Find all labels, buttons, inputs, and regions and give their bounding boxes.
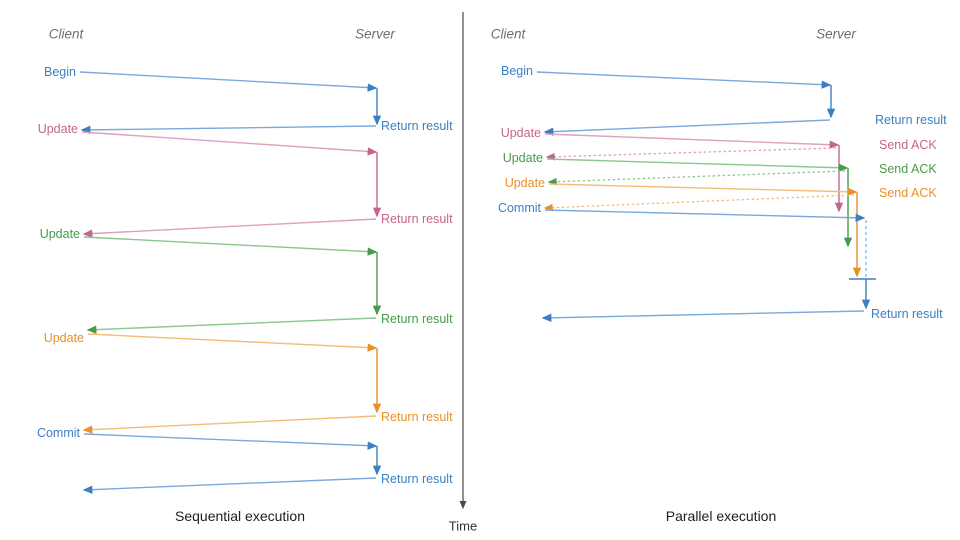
left-client-label-commit: Commit (36, 425, 80, 440)
left-msg-begin (79, 71, 382, 135)
right-server-label-1: Return result (875, 112, 947, 127)
right-client-label-begin: Begin (501, 63, 533, 78)
right-msg-update-2 (546, 158, 853, 248)
left-client-label-update-2: Update (39, 226, 80, 241)
right-client-label-update-3: Update (504, 175, 545, 190)
right-actor-server: Server (816, 26, 856, 42)
left-server-label-4: Return result (381, 409, 453, 424)
left-server-label-1: Return result (381, 118, 453, 133)
right-server-label-4: Send ACK (879, 185, 937, 200)
right-server-label-2: Send ACK (879, 137, 937, 152)
right-msg-update-1 (544, 133, 844, 213)
right-msg-commit (541, 209, 876, 323)
right-msg-begin (536, 71, 836, 136)
left-actor-client: Client (48, 26, 84, 42)
right-client-label-commit: Commit (497, 200, 541, 215)
left-server-label-2: Return result (381, 211, 453, 226)
left-msg-update-1 (81, 131, 382, 238)
left-actor-server: Server (355, 26, 395, 42)
right-msg-update-3 (543, 183, 862, 278)
left-client-label-update-3: Update (43, 330, 84, 345)
left-panel-caption: Sequential execution (175, 508, 305, 524)
time-axis-label: Time (448, 518, 478, 534)
left-server-label-3: Return result (381, 311, 453, 326)
right-server-label-3: Send ACK (879, 161, 937, 176)
right-panel-caption: Parallel execution (665, 508, 777, 524)
left-msg-commit (82, 433, 382, 494)
right-client-label-update-2: Update (502, 150, 543, 165)
right-server-label-5: Return result (871, 306, 943, 321)
left-client-label-update-1: Update (37, 121, 78, 136)
left-server-label-5: Return result (381, 471, 453, 486)
left-msg-update-3 (82, 333, 382, 434)
right-actor-client: Client (490, 26, 526, 42)
left-msg-update-2 (83, 236, 382, 334)
right-client-label-update-1: Update (500, 125, 541, 140)
left-client-label-begin: Begin (44, 64, 76, 79)
